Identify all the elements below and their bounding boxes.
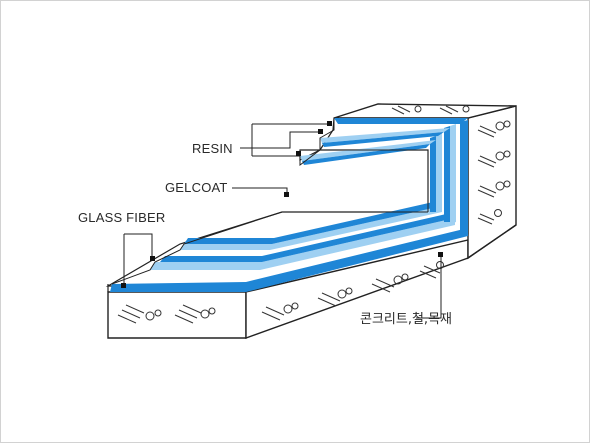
- leader-lines: [123, 123, 442, 319]
- gelcoat-label: GELCOAT: [165, 180, 228, 195]
- glass-fiber-label: GLASS FIBER: [78, 210, 165, 225]
- leader-markers: [121, 121, 443, 288]
- resin-label: RESIN: [192, 141, 233, 156]
- layer-stack: [105, 117, 469, 292]
- substrate-block: [107, 103, 517, 339]
- substrate-label: 콘크리트,철,목재: [360, 312, 452, 327]
- substrate-hatching: [117, 105, 511, 324]
